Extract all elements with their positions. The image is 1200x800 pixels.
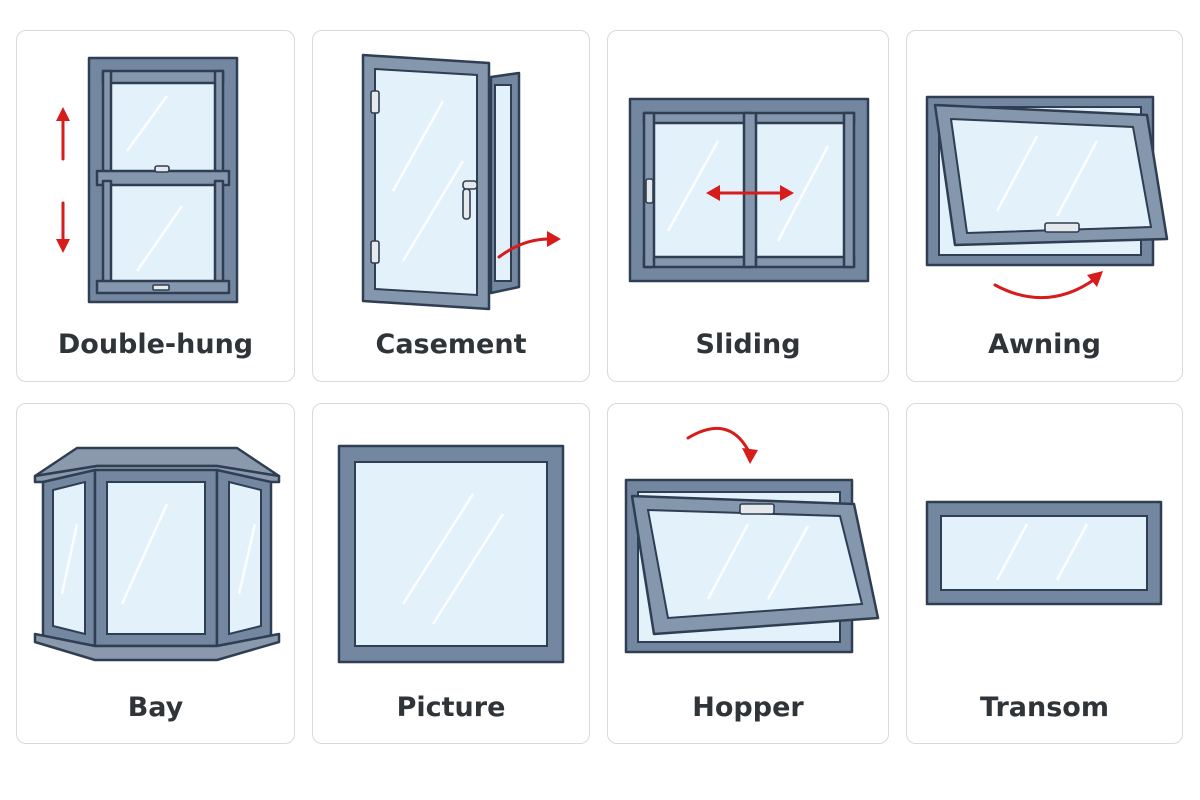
window-card-hopper: Hopper bbox=[607, 403, 889, 744]
casement-window-icon bbox=[361, 53, 561, 311]
window-label: Awning bbox=[988, 329, 1101, 360]
window-card-double-hung: Double-hung bbox=[16, 30, 295, 382]
window-label: Casement bbox=[375, 329, 527, 360]
bay-window-icon bbox=[33, 446, 281, 662]
window-card-bay: Bay bbox=[16, 403, 295, 744]
window-label: Double-hung bbox=[57, 329, 254, 360]
sliding-window-icon bbox=[628, 97, 870, 283]
window-card-awning: Awning bbox=[906, 30, 1183, 382]
window-card-casement: Casement bbox=[312, 30, 590, 382]
picture-window-icon bbox=[337, 444, 565, 664]
window-card-sliding: Sliding bbox=[607, 30, 889, 382]
window-label: Transom bbox=[980, 692, 1109, 723]
awning-window-icon bbox=[925, 95, 1169, 300]
window-label: Sliding bbox=[695, 329, 801, 360]
transom-window-icon bbox=[925, 500, 1163, 606]
hopper-window-icon bbox=[624, 427, 880, 654]
window-card-transom: Transom bbox=[906, 403, 1183, 744]
double-hung-window-icon bbox=[56, 56, 239, 304]
window-label: Picture bbox=[396, 692, 506, 723]
window-card-picture: Picture bbox=[312, 403, 590, 744]
window-label: Bay bbox=[127, 692, 184, 723]
window-label: Hopper bbox=[692, 692, 804, 723]
